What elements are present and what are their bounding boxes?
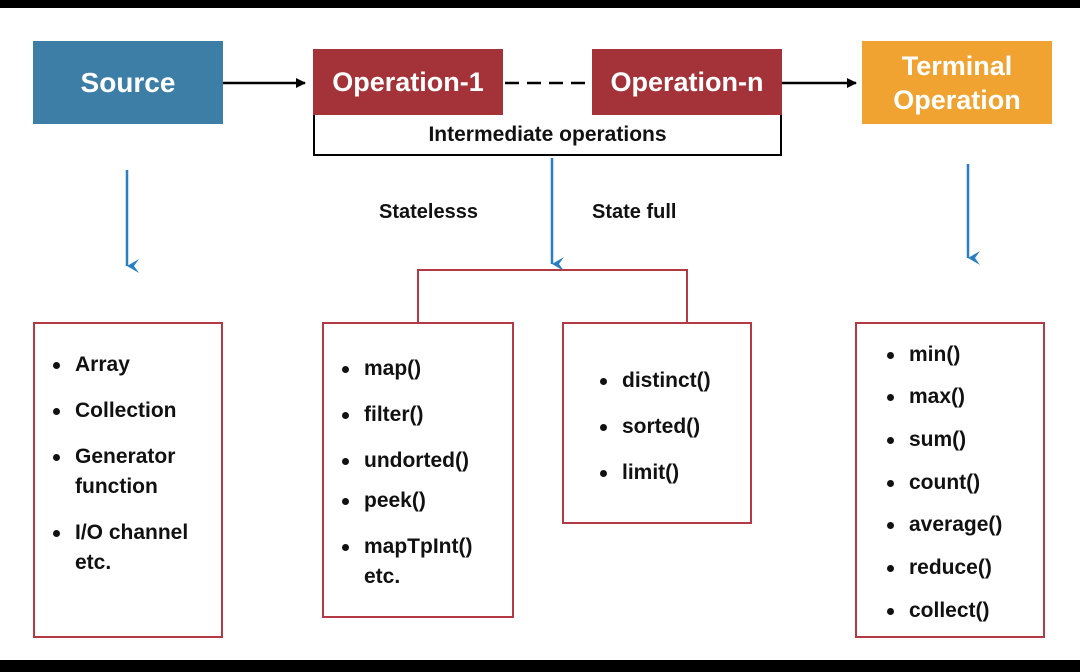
list-item: mapTpInt() etc. — [338, 532, 498, 592]
list-item: count() — [883, 468, 1043, 498]
list-item: Generator function — [49, 442, 209, 502]
list-item: collect() — [883, 596, 1043, 626]
terminal-operations-box: min() max() sum() count() average() redu… — [855, 322, 1045, 638]
list-item: max() — [883, 382, 1043, 412]
stateless-label: Statelesss — [379, 201, 478, 223]
list-item: reduce() — [883, 553, 1043, 583]
list-item: distinct() — [596, 366, 756, 396]
list-item: peek() — [338, 486, 498, 516]
list-item: filter() — [338, 400, 498, 430]
source-node: Source — [33, 41, 223, 124]
source-types-box: Array Collection Generator function I/O … — [33, 322, 223, 638]
statefull-operations-box: distinct() sorted() limit() — [562, 322, 752, 524]
operation-1-node: Operation-1 — [313, 49, 503, 115]
list-item: limit() — [596, 458, 756, 488]
terminal-operation-node: Terminal Operation — [862, 41, 1052, 124]
list-item: Collection — [49, 396, 209, 426]
statefull-label: State full — [592, 201, 677, 223]
list-item: sum() — [883, 425, 1043, 455]
list-item: undorted() — [338, 446, 498, 476]
stream-pipeline-diagram: Source Operation-1 Operation-n Terminal … — [0, 8, 1080, 660]
stateless-operations-box: map() filter() undorted() peek() mapTpIn… — [322, 322, 514, 618]
list-item: I/O channel etc. — [49, 518, 209, 578]
list-item: Array — [49, 350, 209, 380]
list-item: min() — [883, 340, 1043, 370]
list-item: sorted() — [596, 412, 756, 442]
intermediate-operations-bracket: Intermediate operations — [313, 115, 782, 156]
connector-lines — [125, 78, 980, 322]
list-item: map() — [338, 354, 498, 384]
operation-n-node: Operation-n — [592, 49, 782, 115]
list-item: average() — [883, 510, 1043, 540]
branch-bracket — [417, 269, 688, 322]
